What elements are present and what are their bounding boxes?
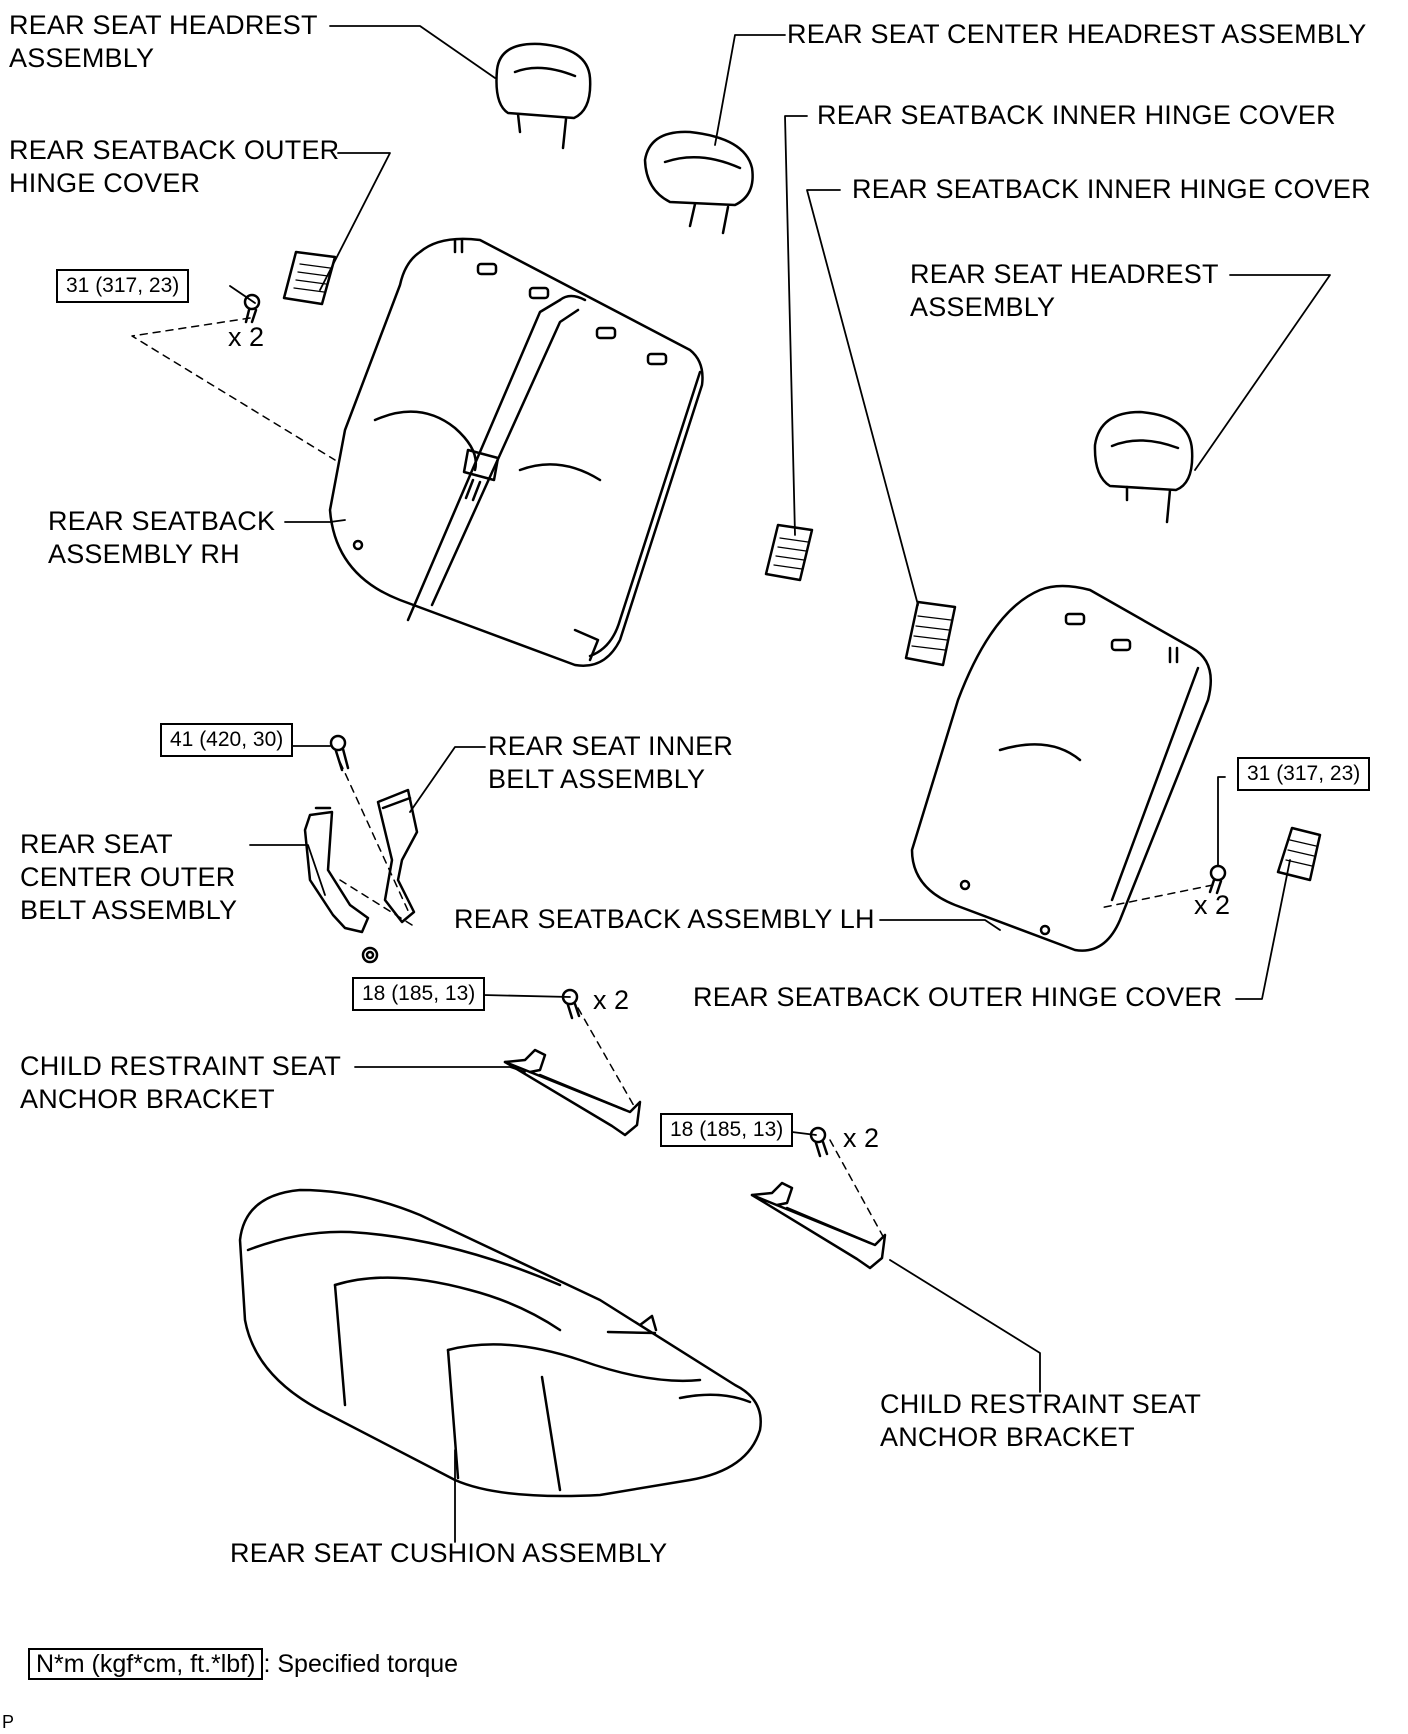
label-anchor-bracket-1: CHILD RESTRAINT SEAT ANCHOR BRACKET — [20, 1051, 342, 1114]
label-lh-headrest: REAR SEAT HEADREST ASSEMBLY — [910, 259, 1219, 322]
seatback-lh — [910, 584, 1212, 952]
seatback-rh — [328, 237, 704, 667]
lh-outer-hinge-cover — [1276, 826, 1322, 882]
inner-hinge-cover-2 — [904, 600, 957, 667]
label-center-headrest: REAR SEAT CENTER HEADREST ASSEMBLY — [787, 19, 1367, 49]
label-lh-outer-hinge-cover: REAR SEATBACK OUTER HINGE COVER — [693, 982, 1223, 1012]
center-outer-belt — [303, 806, 379, 964]
torque-legend: N*m (kgf*cm, ft.*lbf): Specified torque — [28, 1646, 458, 1682]
bolts — [243, 293, 1227, 1158]
label-inner-hinge-cover-2: REAR SEATBACK INNER HINGE COVER — [852, 174, 1371, 204]
rh-headrest — [495, 42, 592, 150]
center-headrest — [643, 130, 754, 235]
qty-bracket-1-bolt: x 2 — [593, 985, 630, 1015]
bolt-bracket-1 — [561, 988, 581, 1020]
inner-belt-buckle — [376, 788, 419, 924]
bolt-belt — [329, 734, 350, 772]
label-anchor-bracket-2: CHILD RESTRAINT SEAT ANCHOR BRACKET — [880, 1389, 1202, 1452]
lh-headrest — [1093, 410, 1194, 524]
torque-bracket-1-bolt: 18 (185, 13) — [352, 977, 486, 1011]
torque-bracket-2-bolt: 18 (185, 13) — [660, 1113, 794, 1147]
torque-belt-bolt: 41 (420, 30) — [160, 723, 294, 757]
qty-bracket-2-bolt: x 2 — [843, 1123, 880, 1153]
label-inner-belt: REAR SEAT INNER BELT ASSEMBLY — [488, 731, 734, 794]
qty-seatback-rh-bolt: x 2 — [228, 322, 265, 352]
qty-seatback-lh-bolt: x 2 — [1194, 890, 1231, 920]
inner-hinge-cover-1 — [764, 523, 814, 582]
seat-cushion — [238, 1188, 762, 1498]
reference-code: P — [2, 1712, 15, 1732]
anchor-bracket-2 — [750, 1181, 887, 1270]
label-seatback-rh: REAR SEATBACK ASSEMBLY RH — [48, 506, 276, 569]
anchor-bracket-1 — [503, 1048, 642, 1137]
bolt-bracket-2 — [809, 1126, 829, 1158]
label-inner-hinge-cover-1: REAR SEATBACK INNER HINGE COVER — [817, 100, 1336, 130]
label-rh-headrest: REAR SEAT HEADREST ASSEMBLY — [9, 10, 318, 73]
torque-seatback-lh-bolt: 31 (317, 23) — [1237, 757, 1371, 791]
label-center-outer-belt: REAR SEAT CENTER OUTER BELT ASSEMBLY — [20, 829, 238, 925]
rh-outer-hinge-cover — [282, 250, 337, 306]
legend-description: : Specified torque — [263, 1650, 459, 1678]
label-rh-outer-hinge-cover: REAR SEATBACK OUTER HINGE COVER — [9, 135, 340, 198]
legend-unit-box: N*m (kgf*cm, ft.*lbf) — [28, 1648, 264, 1680]
label-seatback-lh: REAR SEATBACK ASSEMBLY LH — [454, 904, 875, 934]
bolt-seatback-lh — [1208, 864, 1227, 895]
torque-seatback-rh-bolt: 31 (317, 23) — [56, 269, 190, 303]
leader-lines — [229, 25, 1331, 1543]
label-cushion: REAR SEAT CUSHION ASSEMBLY — [230, 1538, 668, 1568]
bolt-seatback-rh — [243, 293, 261, 324]
